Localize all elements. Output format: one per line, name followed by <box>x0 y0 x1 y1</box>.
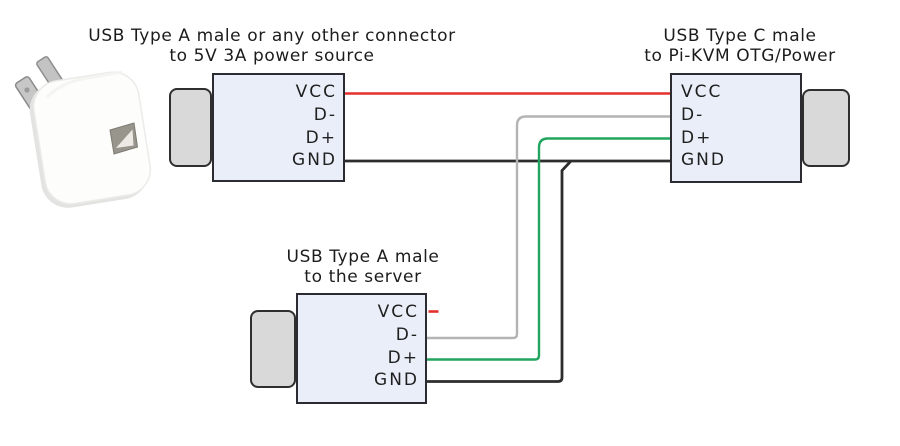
pikvm-connector-shell <box>802 89 850 167</box>
server-connector-title-line2: to the server <box>304 267 422 287</box>
pikvm-pin-gnd: GND <box>681 150 726 170</box>
power-pin-gnd: GND <box>292 150 337 170</box>
server-pin-gnd: GND <box>374 370 419 390</box>
power-adapter-icon <box>14 56 152 208</box>
pikvm-pin-dminus: D- <box>681 105 705 125</box>
power-connector-shell <box>169 88 212 167</box>
server-pin-vcc: VCC <box>377 302 419 322</box>
power-pin-vcc: VCC <box>295 82 337 102</box>
pikvm-pin-vcc: VCC <box>681 82 723 102</box>
d-plus-wire <box>427 137 670 361</box>
power-connector-title-line2: to 5V 3A power source <box>169 46 375 66</box>
power-adapter-prongs <box>14 56 63 116</box>
pikvm-connector-title-line1: USB Type C male <box>663 26 817 46</box>
pikvm-pin-dplus: D+ <box>681 127 713 148</box>
power-connector-title: USB Type A male or any other connector t… <box>88 26 455 66</box>
server-connector-block: VCC D- D+ GND <box>296 293 427 404</box>
power-connector-title-line1: USB Type A male or any other connector <box>88 26 456 46</box>
power-connector-block: VCC D- D+ GND <box>212 73 345 182</box>
pikvm-connector-title-line2: to Pi-KVM OTG/Power <box>644 46 836 66</box>
usb-port-icon <box>109 122 139 155</box>
power-adapter-body <box>29 70 152 208</box>
d-minus-wire <box>427 115 670 340</box>
gnd-branch-wire <box>427 160 572 383</box>
pikvm-connector-block: VCC D- D+ GND <box>670 73 802 183</box>
server-pin-dplus: D+ <box>387 347 419 368</box>
server-connector-title-line1: USB Type A male <box>286 247 440 267</box>
pikvm-connector-title: USB Type C male to Pi-KVM OTG/Power <box>644 26 836 66</box>
server-connector-shell <box>250 310 296 388</box>
power-pin-dplus: D+ <box>305 127 337 148</box>
server-connector-title: USB Type A male to the server <box>287 247 440 287</box>
server-pin-dminus: D- <box>395 325 419 345</box>
power-pin-dminus: D- <box>313 105 337 125</box>
